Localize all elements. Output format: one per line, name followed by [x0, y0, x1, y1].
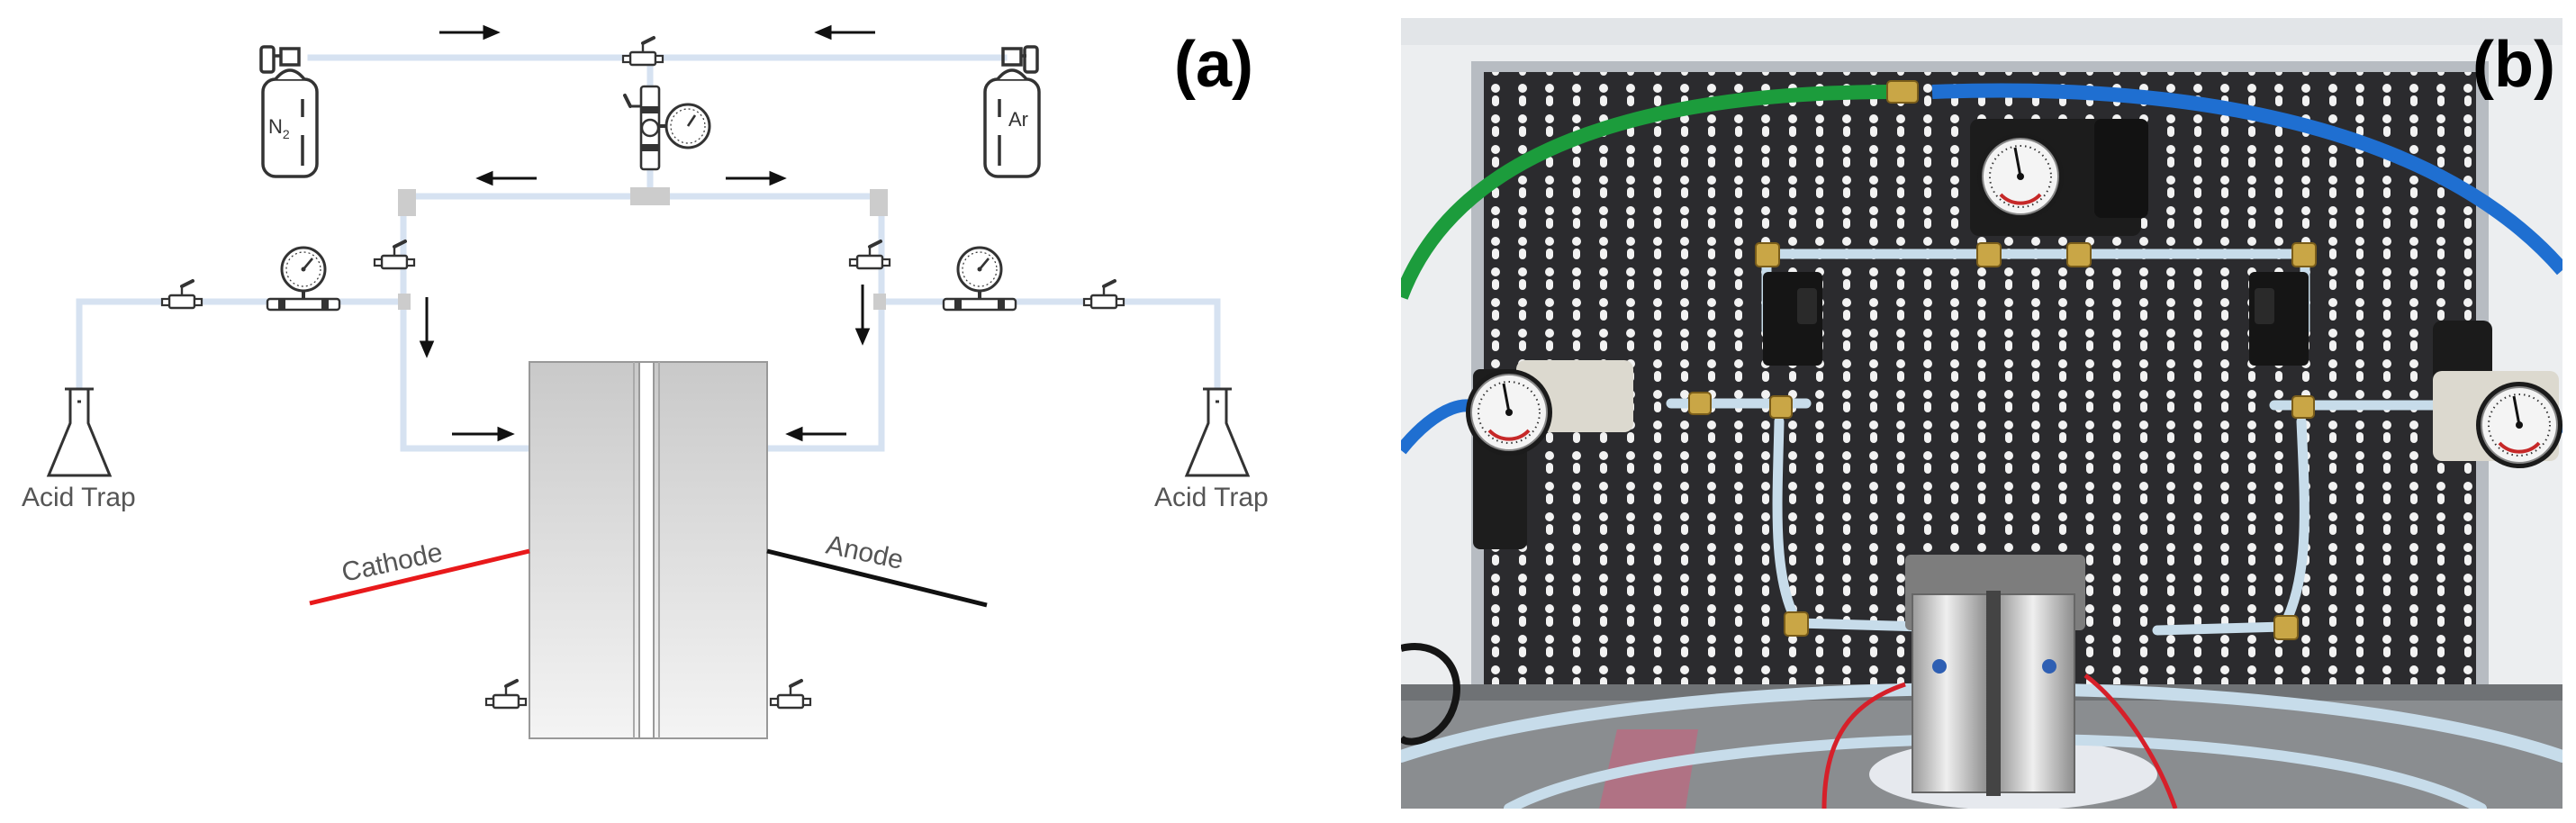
right-pressure-gauge-icon	[942, 246, 1017, 312]
acid-trap-left-label: Acid Trap	[22, 483, 136, 512]
tube-joints	[398, 187, 888, 310]
arrow-left-icon	[814, 24, 875, 41]
flow-arrows	[419, 24, 875, 442]
arrow-down-icon	[419, 297, 435, 358]
main-regulator-gauge-icon	[623, 85, 711, 171]
arrow-left-icon	[785, 426, 846, 442]
left-regulator-photo	[1464, 360, 1633, 549]
right-flask-icon	[1184, 387, 1251, 477]
right-acid-valve-icon	[1082, 279, 1125, 310]
left-line-valve-icon	[373, 240, 416, 270]
n2-label: N2	[268, 115, 290, 141]
red-lead-left	[1821, 682, 1906, 809]
cell-right-drain-valve-icon	[769, 679, 812, 710]
arrow-down-icon	[854, 285, 871, 346]
electrolyzer-cell	[529, 361, 768, 739]
black-cable	[1401, 643, 1460, 746]
right-solenoid-valve-photo	[2249, 272, 2309, 366]
tube-right-down	[760, 196, 885, 452]
electrolyzer-stack-photo	[1905, 555, 2085, 796]
photo-panel-b: (b)	[1401, 18, 2562, 809]
tube-right-acid	[878, 298, 1221, 393]
left-acid-valve-icon	[160, 279, 203, 310]
panel-a-label: (a)	[1174, 29, 1253, 101]
clear-tubing	[1401, 249, 2562, 809]
arrow-left-icon	[475, 170, 537, 186]
acid-trap-right-label: Acid Trap	[1154, 483, 1269, 512]
tube-left-down	[400, 196, 537, 452]
cathode-label: Cathode	[339, 538, 446, 588]
arrow-right-icon	[452, 426, 515, 442]
blue-hose	[1931, 83, 2562, 276]
ar-cylinder-icon: Ar	[983, 45, 1041, 178]
top-valve-icon	[621, 36, 664, 67]
arrow-right-icon	[726, 170, 787, 186]
cathode-wire	[309, 548, 530, 606]
left-solenoid-valve-photo	[1763, 272, 1822, 366]
arrow-right-icon	[439, 24, 501, 41]
cell-left-drain-valve-icon	[484, 679, 528, 710]
right-regulator-photo	[2433, 321, 2562, 470]
left-flask-icon	[46, 387, 113, 477]
wall-tile-seam	[1401, 18, 2562, 45]
schematic-panel-a: N2 Ar	[22, 24, 1269, 739]
left-pressure-gauge-icon	[266, 246, 341, 312]
panel-b-label: (b)	[2472, 29, 2555, 101]
tube-left-acid	[76, 298, 407, 393]
red-lead-right	[2083, 674, 2178, 809]
ar-label: Ar	[1008, 108, 1028, 131]
green-hose	[1401, 84, 1906, 300]
main-regulator-photo	[1970, 119, 2148, 236]
n2-cylinder-icon: N2	[259, 45, 319, 178]
anode-wire	[766, 548, 988, 608]
